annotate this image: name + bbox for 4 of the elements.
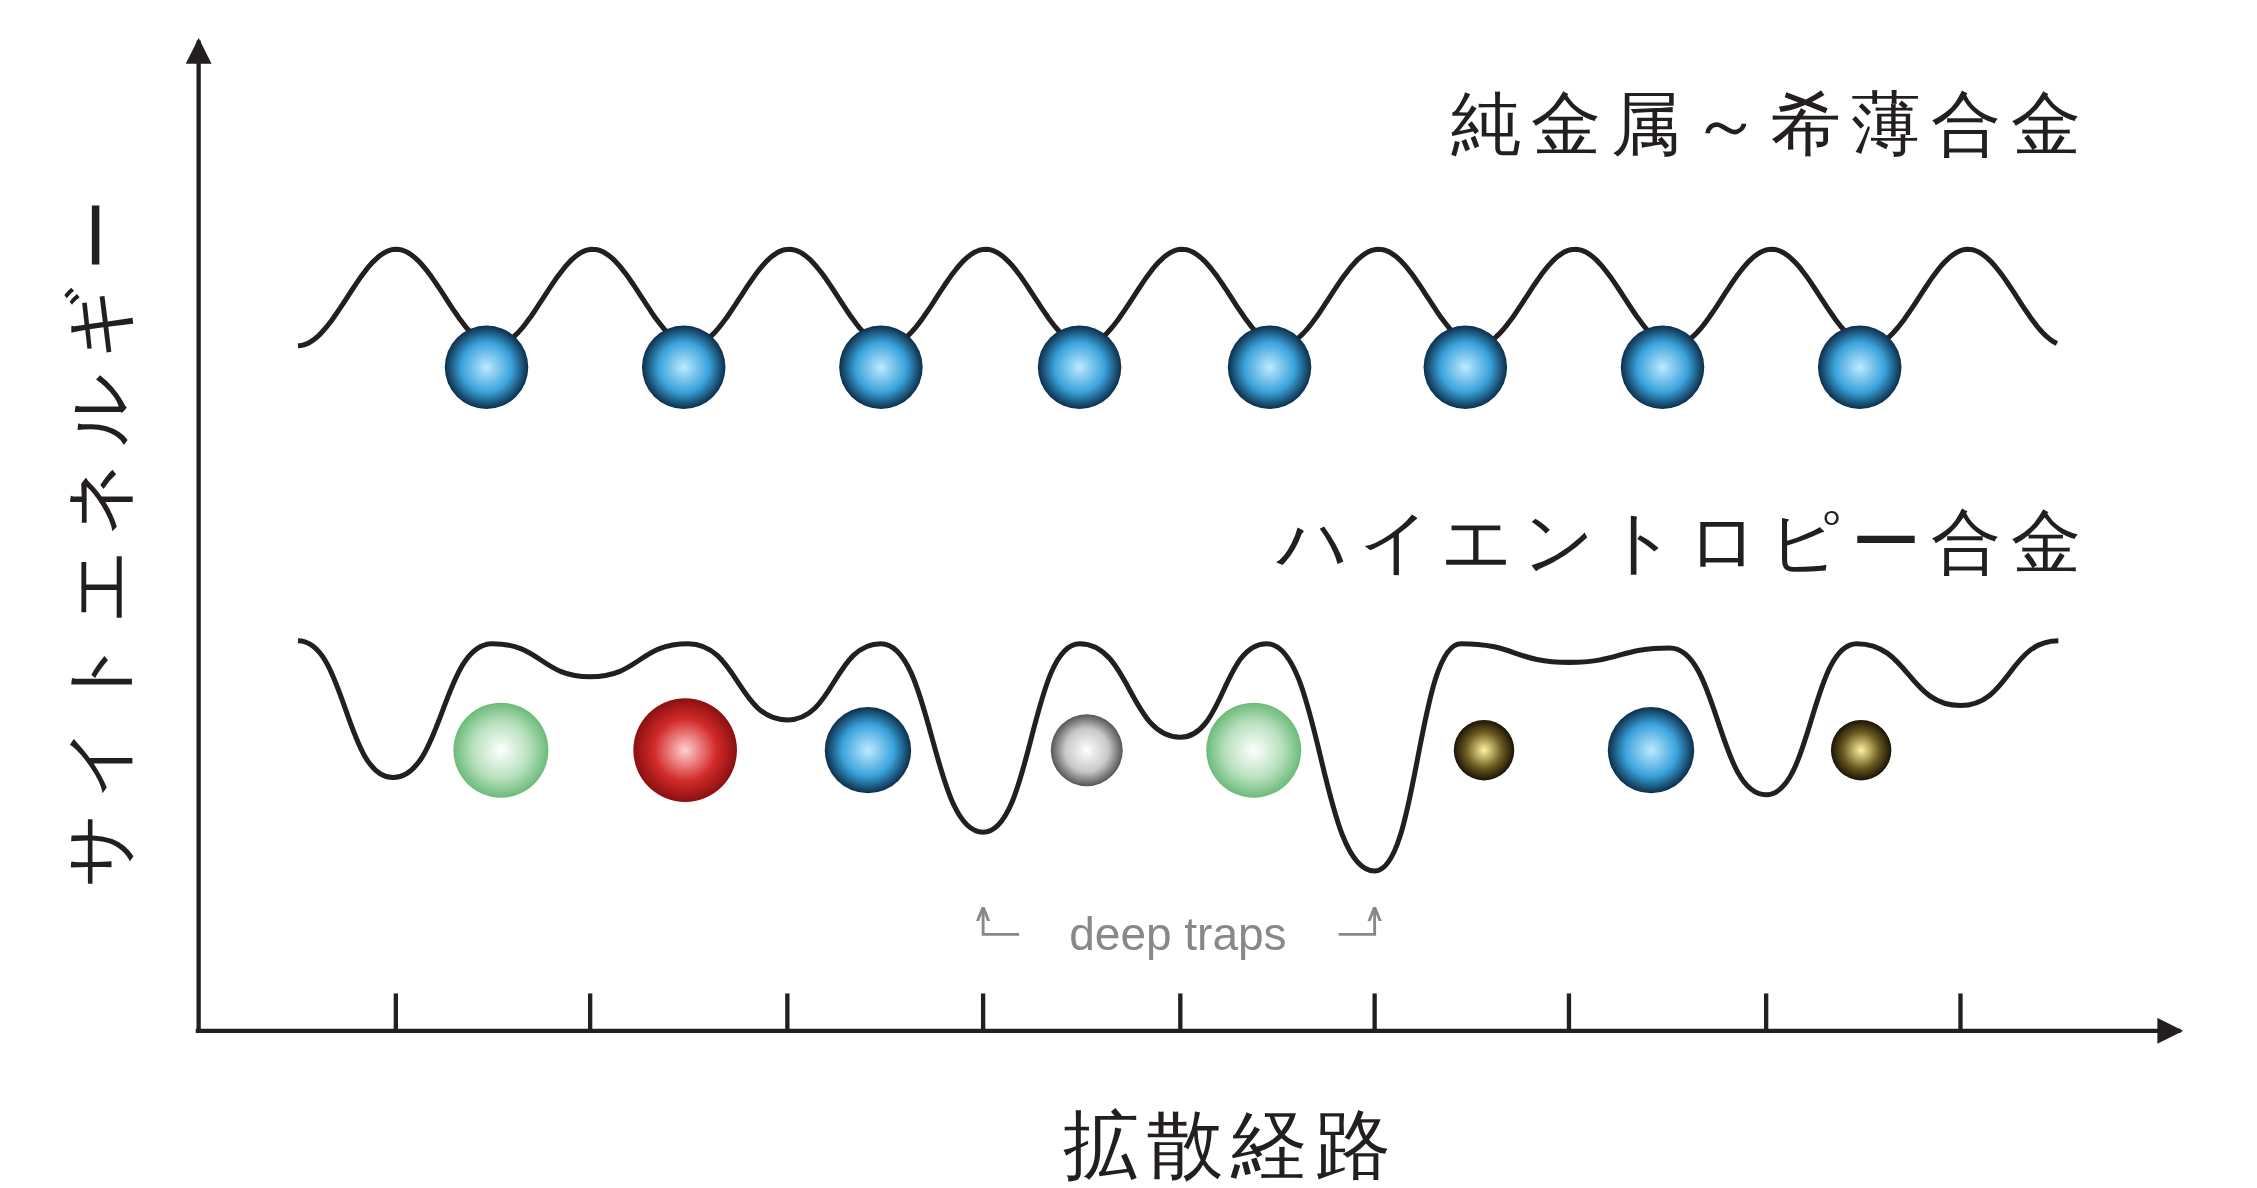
axis-title: 拡散経路 (1063, 1106, 1400, 1183)
axis-title: サイトエネルギー (61, 184, 134, 887)
panel-heading: 純金属～希薄合金 (1450, 89, 2091, 160)
panel-heading: ハイエントロピー合金 (1276, 506, 2091, 577)
